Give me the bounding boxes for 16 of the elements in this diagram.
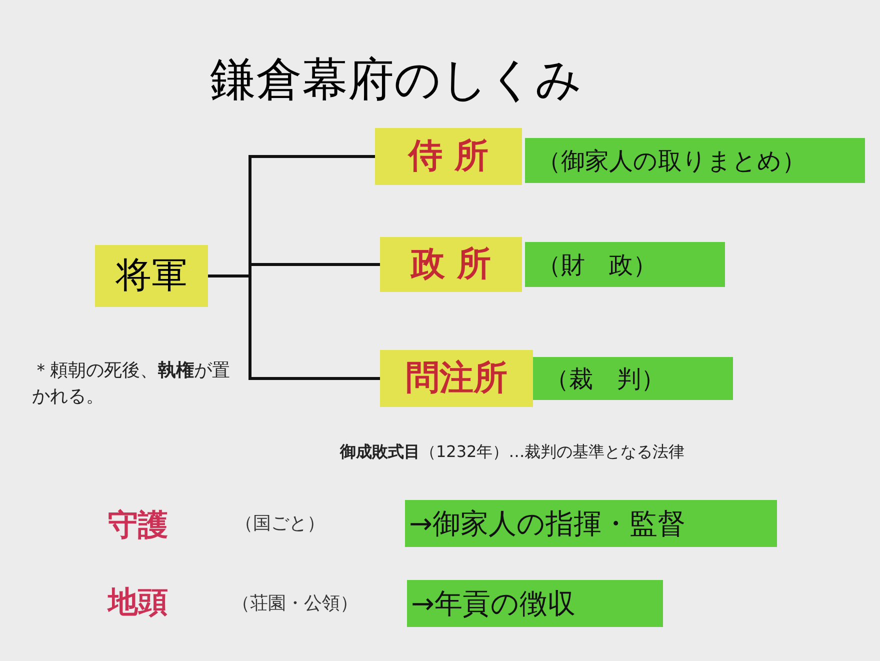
note-text: ＊頼朝の死後、執権が置かれる。 (32, 359, 231, 409)
scope-text: （荘園・公領） (232, 592, 359, 616)
role-box: （御家人の取りまとめ） (525, 138, 865, 183)
office-box: 侍 所 (375, 128, 522, 185)
shogun-box: 将軍 (95, 245, 208, 307)
office-box: 政 所 (380, 237, 522, 292)
office-box: 問注所 (380, 350, 533, 407)
post-title: 守護 (108, 507, 169, 545)
title: 鎌倉幕府のしくみ (210, 51, 582, 108)
law-text: 御成敗式目（1232年）…裁判の基準となる法律 (340, 441, 686, 463)
role-box: （裁 判） (533, 357, 733, 400)
post-title: 地頭 (108, 584, 169, 622)
duty-box: →年貢の徴収 (407, 580, 663, 627)
duty-box: →御家人の指揮・監督 (405, 500, 777, 547)
role-box: （財 政） (525, 242, 725, 287)
scope-text: （国ごと） (235, 512, 326, 536)
